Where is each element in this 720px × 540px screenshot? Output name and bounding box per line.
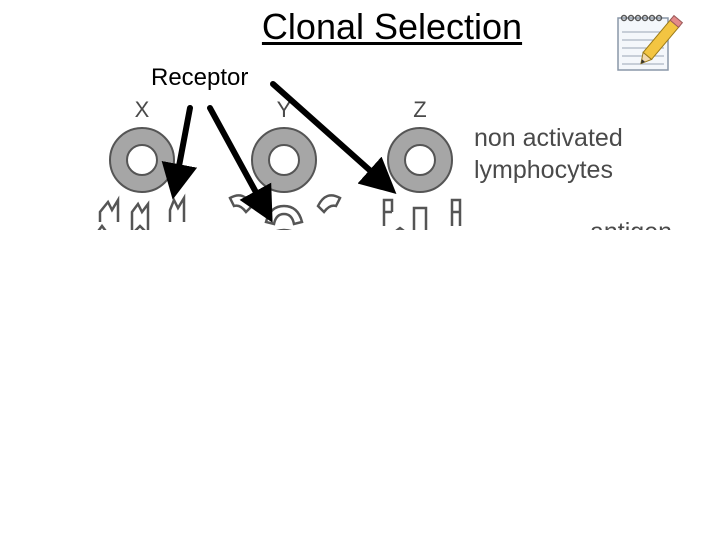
legend-line-1: non activated [474, 124, 623, 152]
arrow-to-x [161, 105, 198, 200]
cell-label-y: Y [277, 97, 292, 122]
legend-line-2: lymphocytes [474, 156, 613, 184]
arrow-to-z [270, 81, 397, 194]
arrow-to-y [207, 105, 273, 223]
cell-label-x: X [135, 97, 150, 122]
lymphocyte-y [228, 127, 342, 230]
receptor-arrows [161, 81, 397, 223]
lymphocyte-x [97, 127, 186, 230]
rectangular-notch-receptors [382, 198, 462, 230]
cell-label-z: Z [413, 97, 426, 122]
receptor-label: Receptor [151, 64, 249, 91]
legend-cut-off-text: antigen [590, 218, 672, 246]
v-notch-receptors [97, 193, 186, 230]
lymphocyte-z [382, 127, 462, 230]
notepad-pencil-icon [617, 14, 684, 71]
slide-title: Clonal Selection [261, 6, 523, 47]
cup-receptors [228, 194, 342, 230]
